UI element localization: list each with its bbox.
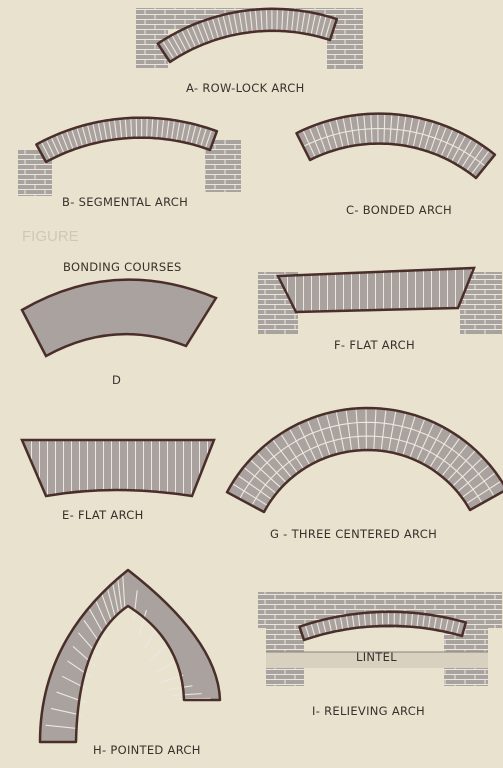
label-d: D xyxy=(112,373,122,387)
label-bonding-courses: BONDING COURSES xyxy=(63,260,182,274)
arch-a-row-lock xyxy=(156,7,339,64)
label-relieving-arch: I- RELIEVING ARCH xyxy=(312,704,426,718)
arch-e-flat xyxy=(20,438,216,498)
arch-b-segmental xyxy=(35,116,219,164)
label-flat-arch-f: F- FLAT ARCH xyxy=(334,338,415,352)
label-three-centered-arch: G - THREE CENTERED ARCH xyxy=(270,527,438,541)
label-pointed-arch: H- POINTED ARCH xyxy=(93,743,201,757)
arch-f-flat xyxy=(276,266,476,314)
wall-i-left xyxy=(266,592,304,686)
label-lintel: LINTEL xyxy=(356,650,397,664)
arch-c-bonded xyxy=(295,112,497,180)
arch-g-three-centered xyxy=(225,406,503,514)
label-flat-arch-e: E- FLAT ARCH xyxy=(62,508,144,522)
masonry-walls xyxy=(18,8,502,686)
arch-d-flat-trapezoid xyxy=(20,278,218,358)
arches xyxy=(29,7,503,744)
lintel-beam xyxy=(266,652,488,668)
wall-i-right xyxy=(444,592,488,686)
label-bonded-arch: C- BONDED ARCH xyxy=(346,203,452,217)
figure-ghost-text: FIGURE xyxy=(22,228,79,245)
label-segmental-arch: B- SEGMENTAL ARCH xyxy=(62,195,189,209)
arch-i-relieving xyxy=(298,610,468,642)
label-row-lock-arch: A- ROW-LOCK ARCH xyxy=(186,81,305,95)
arch-h-pointed xyxy=(38,568,222,744)
